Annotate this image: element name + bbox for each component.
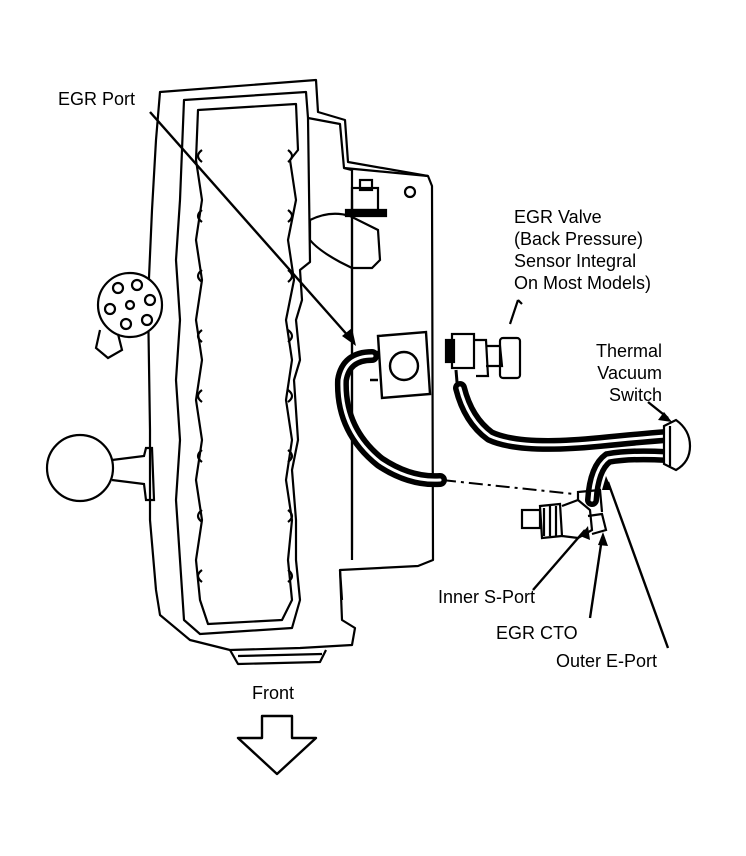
- dash-dot-line: [441, 479, 575, 495]
- label-egr-valve-line-2: (Back Pressure): [514, 229, 644, 249]
- label-thermal-vacuum-switch: Thermal Vacuum Switch: [596, 340, 662, 406]
- manifold-sensor: [308, 178, 388, 270]
- label-egr-port: EGR Port: [58, 89, 136, 109]
- leader-arrowheads: [342, 328, 672, 546]
- label-egr-valve-line-1: EGR Valve: [514, 207, 602, 227]
- label-tvs-line-1: Thermal: [595, 341, 662, 361]
- label-egr-cto: EGR CTO: [496, 623, 578, 643]
- engine-block: [146, 78, 435, 666]
- egr-cto-leader: [588, 537, 604, 619]
- label-egr-valve-line-3: Sensor Integral: [514, 251, 637, 271]
- label-egr-valve: EGR Valve (Back Pressure) Sensor Integra…: [514, 206, 651, 294]
- egr-valve-fitting: [444, 299, 523, 395]
- front-arrow-icon: [236, 714, 318, 776]
- outer-e-port-leader: [606, 481, 670, 649]
- label-tvs-line-3: Switch: [608, 385, 662, 405]
- label-tvs-line-2: Vacuum: [597, 363, 662, 383]
- label-front: Front: [252, 683, 295, 703]
- egr-cto: [520, 488, 608, 540]
- inner-s-port-leader: [532, 529, 586, 591]
- label-inner-s-port: Inner S-Port: [438, 587, 536, 607]
- vacuum-hose-cto: [585, 448, 673, 507]
- label-egr-valve-line-4: On Most Models): [514, 273, 652, 293]
- oil-filter: [45, 433, 156, 503]
- label-outer-e-port: Outer E-Port: [556, 651, 658, 671]
- distributor: [94, 271, 164, 360]
- vacuum-hose-egr: [334, 349, 447, 488]
- vacuum-hose-tvs: [453, 381, 673, 452]
- egr-port-leader: [149, 111, 351, 339]
- thermal-vacuum-switch: [662, 418, 692, 472]
- egr-valve-body: [370, 330, 432, 400]
- leader-lines: [149, 111, 670, 649]
